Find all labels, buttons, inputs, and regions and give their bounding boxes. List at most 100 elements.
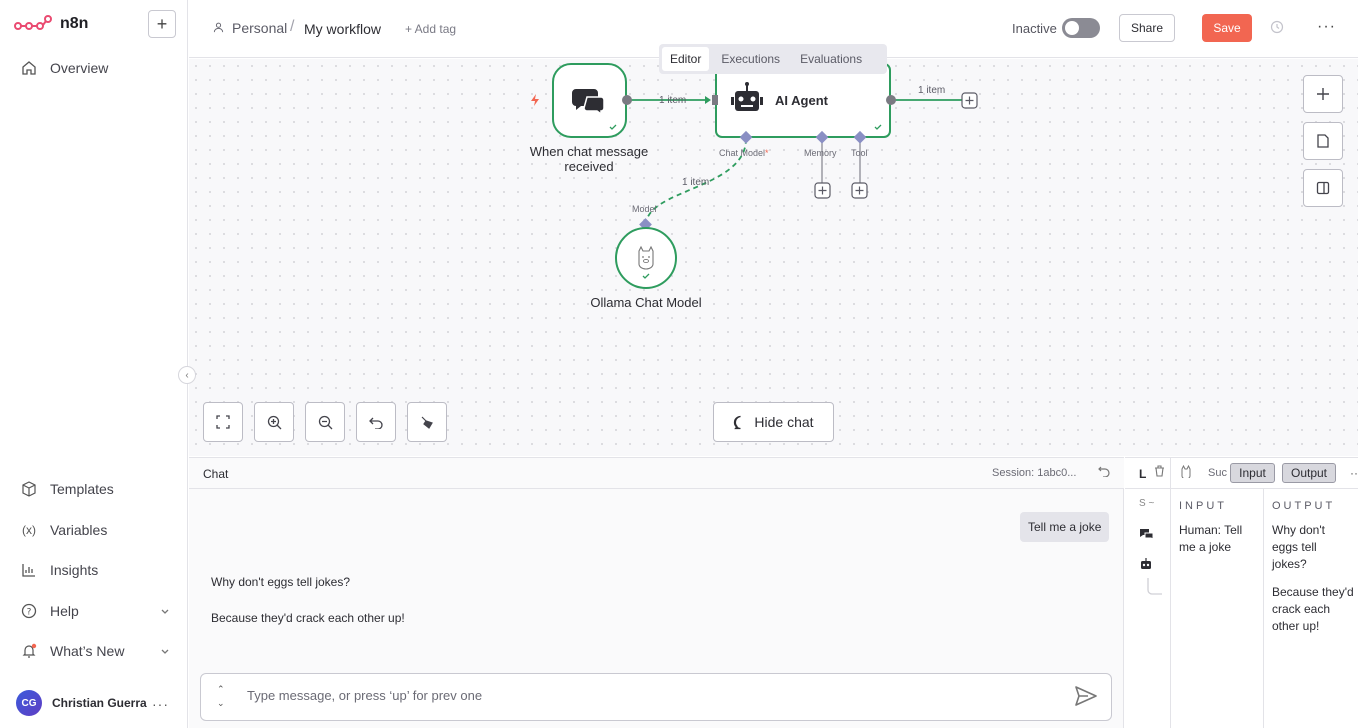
chat-model-label: Chat Model* xyxy=(719,148,769,158)
home-icon xyxy=(20,59,38,77)
fit-view-button[interactable] xyxy=(203,402,243,442)
logs-title: L xyxy=(1139,467,1147,481)
n8n-logo-icon xyxy=(14,15,52,30)
tab-evaluations[interactable]: Evaluations xyxy=(800,52,863,66)
more-options-icon[interactable]: ··· xyxy=(1317,18,1336,35)
sidebar-item-label: Insights xyxy=(50,562,99,578)
model-port-label: Model xyxy=(632,204,657,214)
help-icon: ? xyxy=(20,602,38,620)
chat-icon xyxy=(734,415,742,429)
connection-label: 1 item xyxy=(682,177,710,188)
chat-panel: Chat Session: 1abc0... Tell me a joke Wh… xyxy=(189,457,1124,728)
run-status: Suc xyxy=(1208,467,1227,479)
model-node-label: Ollama Chat Model xyxy=(590,295,702,310)
add-tag-button[interactable]: + Add tag xyxy=(405,22,457,36)
logs-panel: L Suc Input Output ·· S ~ INPUT Human: T… xyxy=(1125,457,1358,728)
chevron-down-icon xyxy=(160,603,170,619)
reset-session-icon[interactable] xyxy=(1098,465,1110,480)
save-button[interactable]: Save xyxy=(1202,14,1252,42)
user-profile[interactable]: CG Christian Guerra xyxy=(16,690,147,716)
create-new-button[interactable]: + xyxy=(148,10,176,38)
app-name: n8n xyxy=(60,15,89,32)
zoom-out-button[interactable] xyxy=(305,402,345,442)
tab-editor[interactable]: Editor xyxy=(662,47,710,71)
trash-icon[interactable] xyxy=(1154,465,1165,480)
toggle-panel-button[interactable] xyxy=(1303,169,1343,207)
io-divider xyxy=(1263,489,1264,728)
add-sticky-note-button[interactable] xyxy=(1303,122,1343,160)
sidebar-item-help[interactable]: ? Help xyxy=(20,599,170,623)
tab-executions[interactable]: Executions xyxy=(721,52,781,66)
tidy-up-button[interactable] xyxy=(407,402,447,442)
trigger-output-handle[interactable] xyxy=(622,95,632,105)
agent-input-handle[interactable] xyxy=(712,95,718,105)
box-icon xyxy=(20,480,38,498)
chat-bubbles-icon[interactable] xyxy=(1139,528,1154,544)
plus-icon xyxy=(1317,88,1329,100)
avatar: CG xyxy=(16,690,42,716)
sidebar-item-variables[interactable]: (x) Variables xyxy=(20,518,170,542)
view-tabs: Editor Executions Evaluations xyxy=(659,44,887,74)
bell-icon xyxy=(20,642,38,660)
llama-icon xyxy=(638,245,654,270)
ai-agent-node-label: AI Agent xyxy=(775,93,828,108)
fit-view-icon xyxy=(216,415,230,429)
hide-chat-label: Hide chat xyxy=(754,414,814,430)
add-node-after-agent-button[interactable] xyxy=(961,92,978,109)
more-options-icon[interactable]: ·· xyxy=(1350,466,1358,480)
input-toggle-button[interactable]: Input xyxy=(1230,463,1275,483)
add-memory-button[interactable] xyxy=(814,182,831,199)
sidebar-item-label: Templates xyxy=(50,481,114,497)
chat-title: Chat xyxy=(203,467,229,481)
ollama-chat-model-node[interactable] xyxy=(615,227,677,289)
active-toggle[interactable] xyxy=(1062,18,1100,38)
chat-input-box: ⌃⌄ xyxy=(200,673,1112,721)
output-toggle-button[interactable]: Output xyxy=(1282,463,1336,483)
variable-icon: (x) xyxy=(22,523,36,537)
sidebar-item-label: Variables xyxy=(50,522,108,538)
collapse-sidebar-button[interactable]: ‹ xyxy=(178,366,196,384)
connection-model-agent[interactable] xyxy=(645,138,747,226)
sidebar: n8n + Overview Templates (x) Variables I… xyxy=(0,0,188,728)
breadcrumb-separator: / xyxy=(290,18,295,35)
logs-divider xyxy=(1170,458,1171,728)
sidebar-item-whats-new[interactable]: What’s New xyxy=(20,639,170,663)
undo-icon xyxy=(369,417,383,429)
share-button[interactable]: Share xyxy=(1119,14,1175,42)
breadcrumb-project[interactable]: Personal xyxy=(213,20,287,36)
undo-button[interactable] xyxy=(356,402,396,442)
sidebar-item-insights[interactable]: Insights xyxy=(20,558,170,582)
input-heading: INPUT xyxy=(1179,500,1227,512)
session-id[interactable]: Session: 1abc0... xyxy=(992,467,1077,479)
add-tool-button[interactable] xyxy=(851,182,868,199)
agent-output-handle[interactable] xyxy=(886,95,896,105)
user-name: Christian Guerra xyxy=(52,696,147,710)
zoom-in-button[interactable] xyxy=(254,402,294,442)
hide-chat-button[interactable]: Hide chat xyxy=(713,402,834,442)
trigger-lightning-icon xyxy=(528,93,542,110)
trigger-node-label: When chat message received xyxy=(529,144,649,174)
tree-branch-line xyxy=(1147,578,1162,595)
zoom-in-icon xyxy=(267,415,281,429)
robot-icon xyxy=(731,82,763,111)
workflow-name[interactable]: My workflow xyxy=(304,21,382,37)
active-status-label: Inactive xyxy=(1012,21,1057,36)
user-icon xyxy=(213,20,224,36)
output-content: Why don't eggs tell jokes? Because they'… xyxy=(1272,523,1354,633)
chevron-down-icon xyxy=(160,643,170,659)
add-node-button[interactable] xyxy=(1303,75,1343,113)
sidebar-item-templates[interactable]: Templates xyxy=(20,477,170,501)
logo[interactable]: n8n xyxy=(14,14,88,34)
send-icon[interactable] xyxy=(1075,686,1097,709)
history-arrows-icon[interactable]: ⌃⌄ xyxy=(217,684,225,708)
robot-icon[interactable] xyxy=(1139,558,1153,573)
bot-message: Why don't eggs tell jokes? Because they'… xyxy=(211,575,405,625)
history-icon[interactable] xyxy=(1270,20,1284,37)
chat-header: Chat Session: 1abc0... xyxy=(189,458,1124,489)
memory-label: Memory xyxy=(804,148,837,158)
user-menu-icon[interactable]: ··· xyxy=(152,696,169,712)
workflow-canvas[interactable]: When chat message received AI Agent Olla… xyxy=(189,59,1358,456)
chat-message-input[interactable] xyxy=(247,688,1047,703)
zoom-out-icon xyxy=(318,415,332,429)
sidebar-item-overview[interactable]: Overview xyxy=(20,56,170,80)
